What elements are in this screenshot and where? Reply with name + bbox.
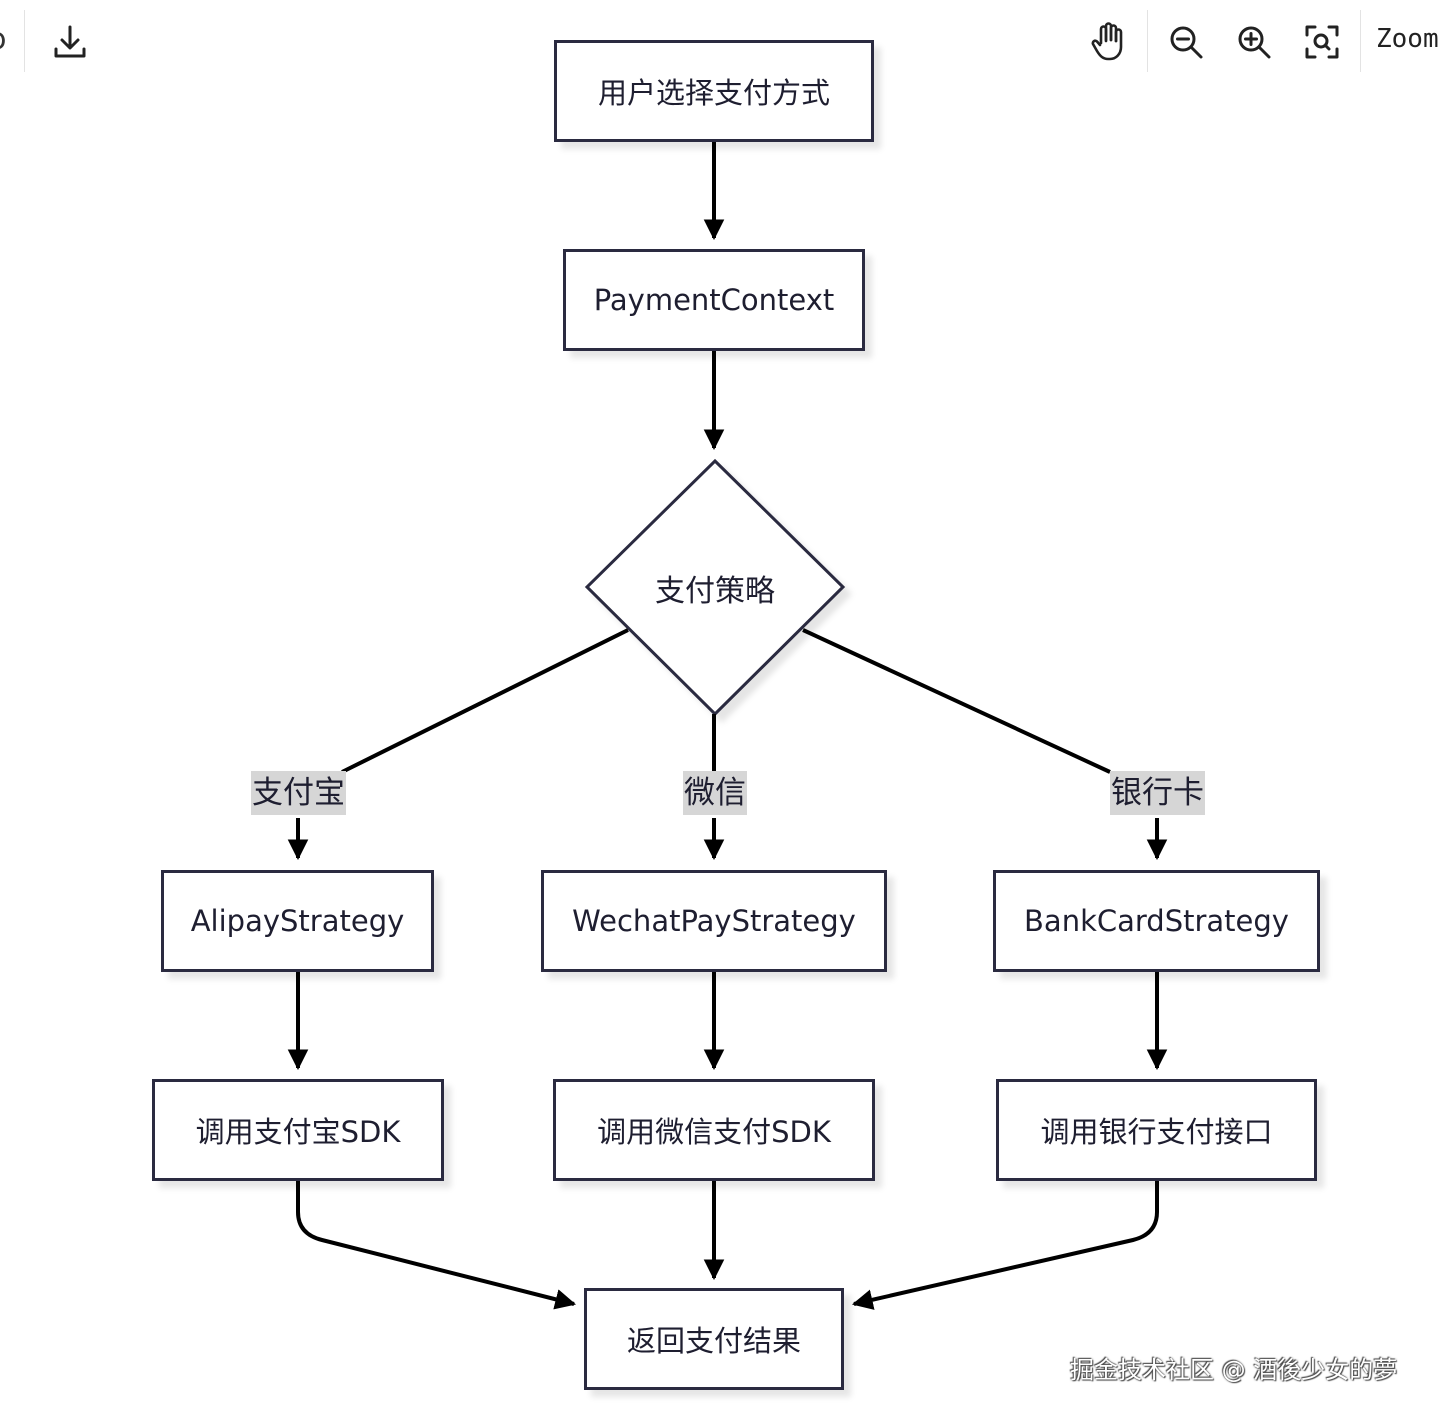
partial-icon[interactable]: ɔ: [0, 22, 6, 57]
node-bank-api: 调用银行支付接口: [996, 1079, 1317, 1181]
zoom-fit-icon[interactable]: [1298, 18, 1346, 66]
edge-decision-alipay: [341, 628, 629, 774]
node-bank-strategy: BankCardStrategy: [993, 870, 1320, 972]
node-alipay-strategy: AlipayStrategy: [161, 870, 434, 972]
zoom-in-icon[interactable]: [1230, 18, 1278, 66]
node-wechat-strategy: WechatPayStrategy: [541, 870, 887, 972]
download-icon[interactable]: [46, 18, 94, 66]
edge-label-bank: 银行卡: [1110, 771, 1205, 815]
node-alipay-sdk: 调用支付宝SDK: [152, 1079, 444, 1181]
node-wechat-sdk: 调用微信支付SDK: [553, 1079, 875, 1181]
watermark: 掘金技术社区 @ 酒後少女的夢: [1070, 1356, 1398, 1384]
node-start: 用户选择支付方式: [554, 40, 874, 142]
node-result: 返回支付结果: [584, 1288, 844, 1390]
edge-label-wechat: 微信: [683, 771, 747, 815]
hand-pan-icon[interactable]: [1085, 18, 1133, 66]
node-payment-context: PaymentContext: [563, 249, 865, 351]
edge-bank-result: [851, 1181, 1159, 1310]
zoom-label[interactable]: Zoom: [1376, 24, 1439, 54]
toolbar-separator: [1360, 10, 1361, 72]
toolbar-separator: [1147, 10, 1148, 72]
edge-label-alipay: 支付宝: [251, 771, 346, 815]
edge-decision-bank: [802, 628, 1111, 774]
toolbar-separator: [24, 10, 25, 72]
edge-alipay-result: [296, 1181, 577, 1310]
zoom-out-icon[interactable]: [1162, 18, 1210, 66]
node-decision-label: 支付策略: [655, 574, 775, 609]
